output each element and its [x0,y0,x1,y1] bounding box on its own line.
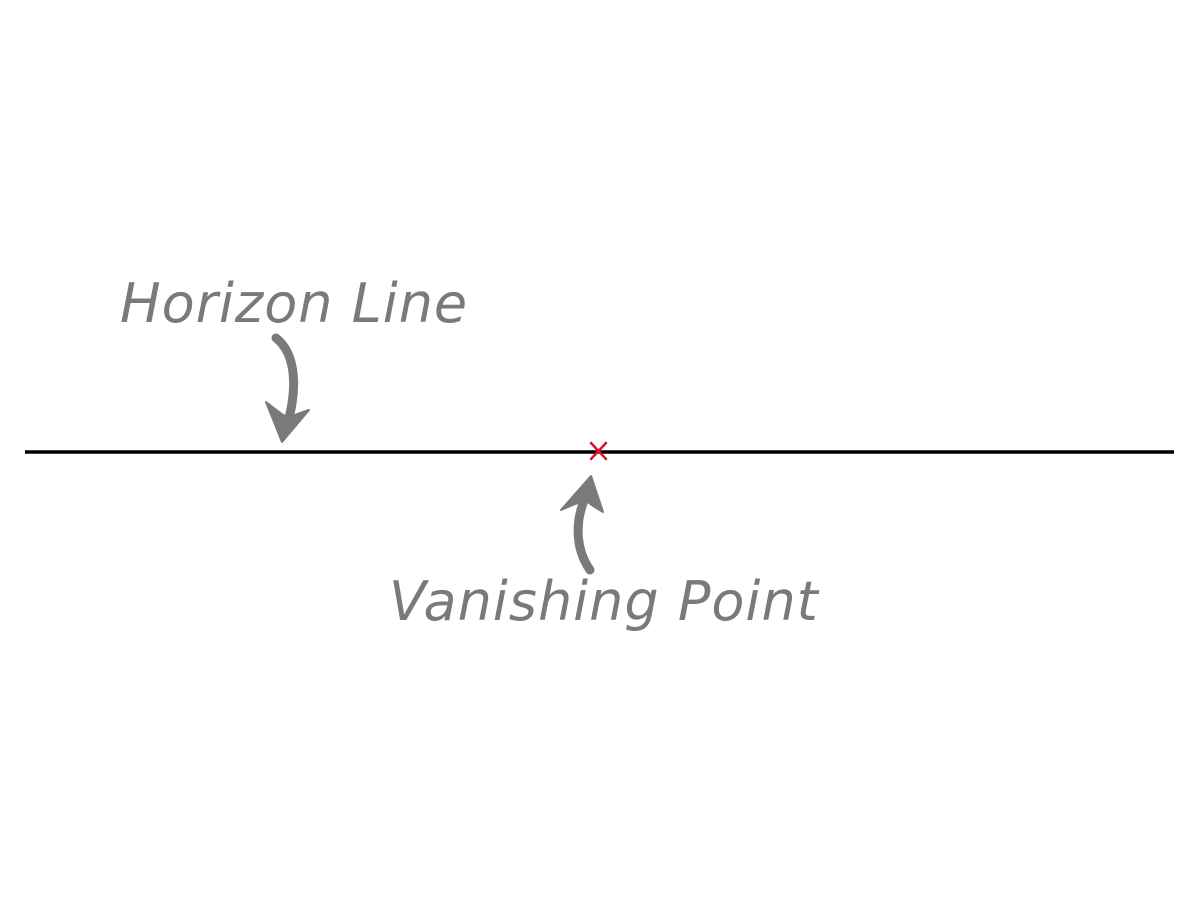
curved-arrow-up-icon [560,475,604,575]
curved-arrow-down-icon [265,333,310,443]
vanishing-point-x-mark-icon [589,441,608,461]
vanishing-point-label: Vanishing Point [389,570,820,633]
horizon-line-label: Horizon Line [120,272,468,335]
